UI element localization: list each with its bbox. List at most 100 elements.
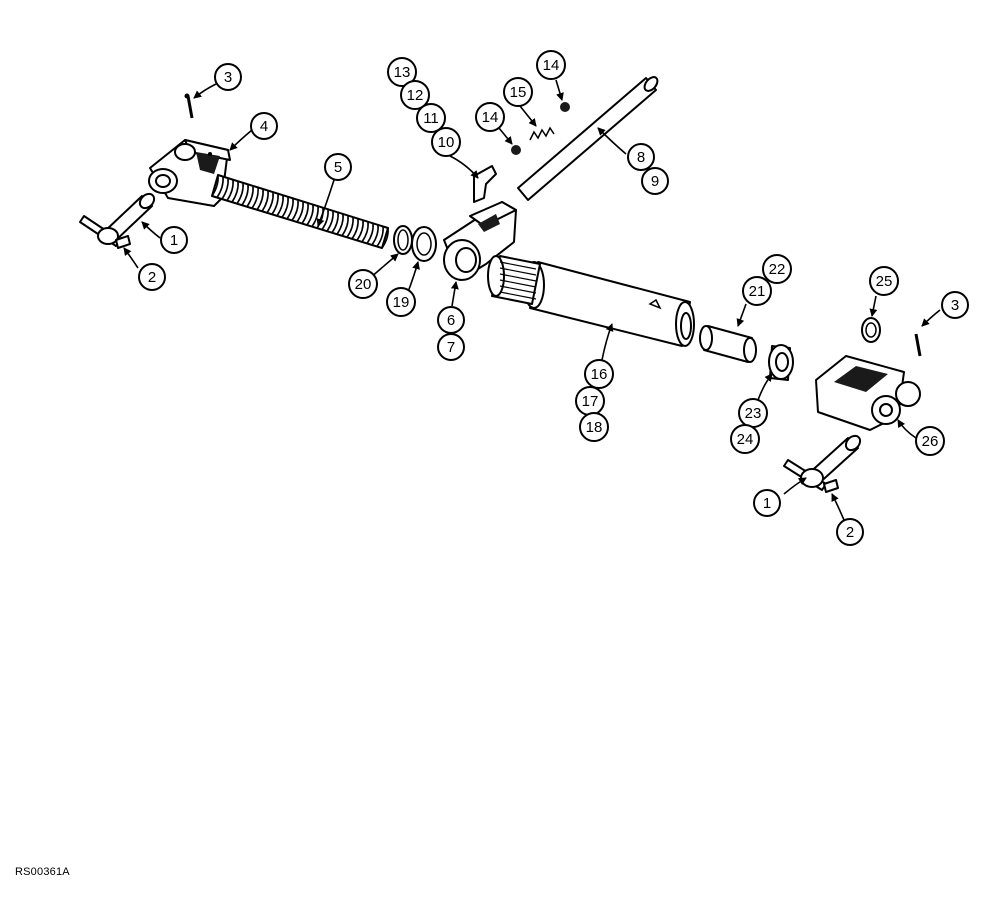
callout-17: 17 [575, 386, 605, 416]
callout-14-lower: 14 [475, 102, 505, 132]
callout-15: 15 [503, 77, 533, 107]
washer-right [861, 317, 881, 343]
svg-text:14: 14 [543, 57, 560, 74]
svg-text:6: 6 [447, 312, 455, 329]
thread-ring [341, 215, 349, 237]
svg-text:18: 18 [586, 419, 603, 436]
svg-text:16: 16 [591, 366, 608, 383]
svg-text:1: 1 [170, 232, 178, 249]
callout-1-right: 1 [753, 489, 781, 517]
thread-ring [336, 213, 344, 235]
bearing [768, 344, 794, 381]
thread-ring [381, 227, 389, 249]
clevis-yoke-right [815, 355, 921, 431]
svg-text:21: 21 [749, 283, 766, 300]
svg-text:25: 25 [876, 273, 893, 290]
callout-1-left: 1 [160, 226, 188, 254]
callout-22: 22 [762, 254, 792, 284]
thread-ring [211, 174, 219, 197]
callout-2-left: 2 [138, 263, 166, 291]
thread-ring [231, 181, 239, 203]
callout-5: 5 [324, 153, 352, 181]
svg-text:26: 26 [922, 433, 939, 450]
callout-19: 19 [386, 287, 416, 317]
spline-groove [499, 279, 537, 288]
spring-pin-left [115, 235, 131, 249]
thread-ring [236, 182, 244, 205]
callout-18: 18 [579, 412, 609, 442]
callout-3-left: 3 [214, 63, 242, 91]
svg-text:2: 2 [148, 269, 156, 286]
threaded-rod [211, 174, 389, 249]
thread-ring [226, 179, 234, 202]
thread-ring [361, 221, 369, 243]
callout-2-right: 2 [836, 518, 864, 546]
thread-ring [326, 210, 334, 232]
spline-groove [499, 273, 537, 282]
thread-ring [366, 223, 374, 244]
svg-text:4: 4 [260, 118, 268, 135]
callout-14-upper: 14 [536, 50, 566, 80]
detent-spring [529, 126, 555, 141]
thread-ring [256, 188, 264, 211]
control-rod [517, 76, 659, 201]
svg-text:9: 9 [651, 173, 659, 190]
svg-text:23: 23 [745, 405, 762, 422]
callout-4: 4 [250, 112, 278, 140]
bushing [699, 325, 757, 363]
callouts: 3 4 5 1 2 20 19 6 7 13 12 11 10 14 15 14… [138, 50, 969, 546]
washer [411, 226, 437, 262]
spring-pin-right [823, 479, 839, 493]
thread-ring [371, 224, 379, 246]
svg-text:3: 3 [224, 69, 232, 86]
svg-text:13: 13 [394, 64, 411, 81]
callout-11: 11 [416, 103, 446, 133]
detent-ball-upper [560, 102, 570, 112]
thread-ring [311, 206, 319, 228]
svg-text:5: 5 [334, 159, 342, 176]
clevis-pin-right [783, 434, 862, 491]
thread-ring [346, 217, 354, 238]
callout-25: 25 [869, 266, 899, 296]
thread-ring [251, 187, 259, 209]
spline-groove [499, 267, 537, 276]
latch-pawl [473, 165, 497, 203]
thread-ring [306, 204, 314, 226]
svg-text:17: 17 [582, 393, 599, 410]
svg-text:14: 14 [482, 109, 499, 126]
thread-ring [351, 218, 359, 240]
callout-9: 9 [641, 167, 669, 195]
svg-text:1: 1 [763, 495, 771, 512]
thread-ring [266, 192, 274, 214]
thread-ring [376, 226, 384, 247]
thread-ring [356, 220, 364, 241]
clevis-pin-left [79, 192, 156, 247]
svg-text:10: 10 [438, 134, 455, 151]
svg-text:11: 11 [423, 110, 439, 127]
callout-16: 16 [584, 359, 614, 389]
splined-tube [487, 255, 695, 347]
svg-text:24: 24 [737, 431, 754, 448]
callout-23: 23 [738, 398, 768, 428]
svg-text:2: 2 [846, 524, 854, 541]
svg-text:3: 3 [951, 297, 959, 314]
callout-20: 20 [348, 269, 378, 299]
callout-24: 24 [730, 424, 760, 454]
callout-21: 21 [742, 276, 772, 306]
thread-ring [331, 212, 339, 234]
leader-arrows [123, 79, 941, 521]
spline-groove [499, 291, 537, 300]
figure-code: RS00361A [15, 866, 70, 878]
svg-text:15: 15 [510, 84, 527, 101]
thread-ring [286, 198, 294, 220]
cotter-pin-right [914, 333, 922, 357]
svg-text:8: 8 [637, 149, 645, 166]
thread-ring [296, 201, 304, 223]
callout-8: 8 [627, 143, 655, 171]
svg-text:12: 12 [407, 87, 424, 104]
callout-26: 26 [915, 426, 945, 456]
thread-ring [291, 199, 299, 221]
callout-3-right: 3 [941, 291, 969, 319]
detent-ball-lower [511, 145, 521, 155]
callout-12: 12 [400, 80, 430, 110]
